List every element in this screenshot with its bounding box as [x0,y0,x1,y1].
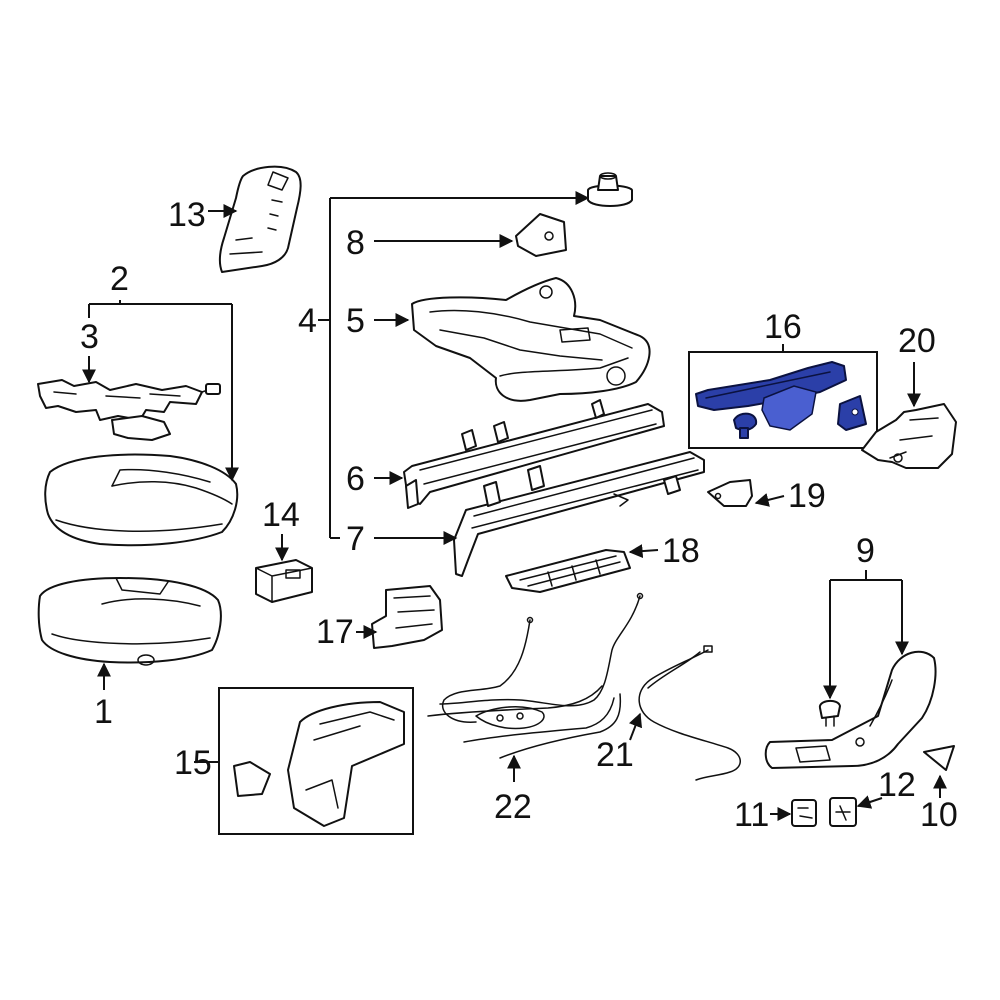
callout-4-label: 4 [298,302,317,340]
callout-6-label: 6 [346,460,365,498]
part-10-cap[interactable] [923,745,955,771]
part-14-module[interactable] [255,559,313,603]
callout-20: 20 [898,322,936,408]
part-5-seat-frame[interactable] [411,277,651,402]
part-nut[interactable] [587,172,633,207]
callout-14-label: 14 [262,496,300,534]
part-16-trim-cover[interactable] [695,361,867,439]
callout-13-label: 13 [168,196,206,234]
part-12-switch-knob[interactable] [829,797,857,827]
part-21-cable[interactable] [638,645,741,781]
callout-2-label: 2 [110,260,129,298]
callout-15: 15 [174,744,219,782]
part-11-switch-knob[interactable] [791,799,817,827]
callout-17-label: 17 [316,613,354,651]
part-7-rail-lower[interactable] [453,451,705,577]
part-19-cover[interactable] [707,479,753,507]
callout-21-label: 21 [596,736,634,774]
callout-7-label: 7 [346,520,365,558]
callout-5: 5 [346,302,410,340]
callout-21: 21 [596,712,643,774]
part-3-heater-mat[interactable] [37,379,221,441]
callout-3-label: 3 [80,318,99,356]
callout-6: 6 [346,460,404,498]
callout-9: 9 [823,532,909,700]
callout-14: 14 [262,496,300,562]
part-6-rail-upper[interactable] [403,399,665,509]
callout-18-label: 18 [662,532,700,570]
callout-12-label: 12 [878,766,916,804]
callout-11-label: 11 [734,796,769,834]
callout-1-label: 1 [94,693,113,731]
part-9-side-shield[interactable] [764,650,937,769]
callout-11: 11 [734,796,792,834]
part-8-bracket[interactable] [515,213,567,257]
callout-20-label: 20 [898,322,936,360]
callout-1: 1 [94,662,113,731]
callout-12: 12 [856,766,916,809]
part-17-bracket[interactable] [371,585,443,649]
callout-19-label: 19 [788,477,826,515]
callout-16: 16 [764,308,802,352]
callout-2: 2 [88,260,239,482]
callout-4-bracket: 4 [298,191,590,538]
part-13-side-cover[interactable] [218,165,302,273]
callout-19: 19 [754,477,826,515]
callout-16-label: 16 [764,308,802,346]
part-15-trim[interactable] [233,701,405,827]
callout-8-label: 8 [346,224,365,262]
callout-22: 22 [494,754,532,826]
part-1-cushion-pad[interactable] [37,577,222,666]
callout-13: 13 [168,196,238,234]
callout-22-label: 22 [494,788,532,826]
callout-8: 8 [346,224,514,262]
callout-9-label: 9 [856,532,875,570]
callout-5-label: 5 [346,302,365,340]
part-22-cable-set[interactable] [427,592,644,759]
callout-10-label: 10 [920,796,958,834]
callout-17: 17 [316,613,378,651]
part-18-guard[interactable] [505,549,631,593]
part-20-bracket[interactable] [861,403,957,469]
callout-18: 18 [628,532,700,570]
part-2-cushion-cover[interactable] [44,453,239,547]
callout-10: 10 [920,774,958,834]
callout-7: 7 [330,520,458,558]
callout-3: 3 [80,318,99,384]
